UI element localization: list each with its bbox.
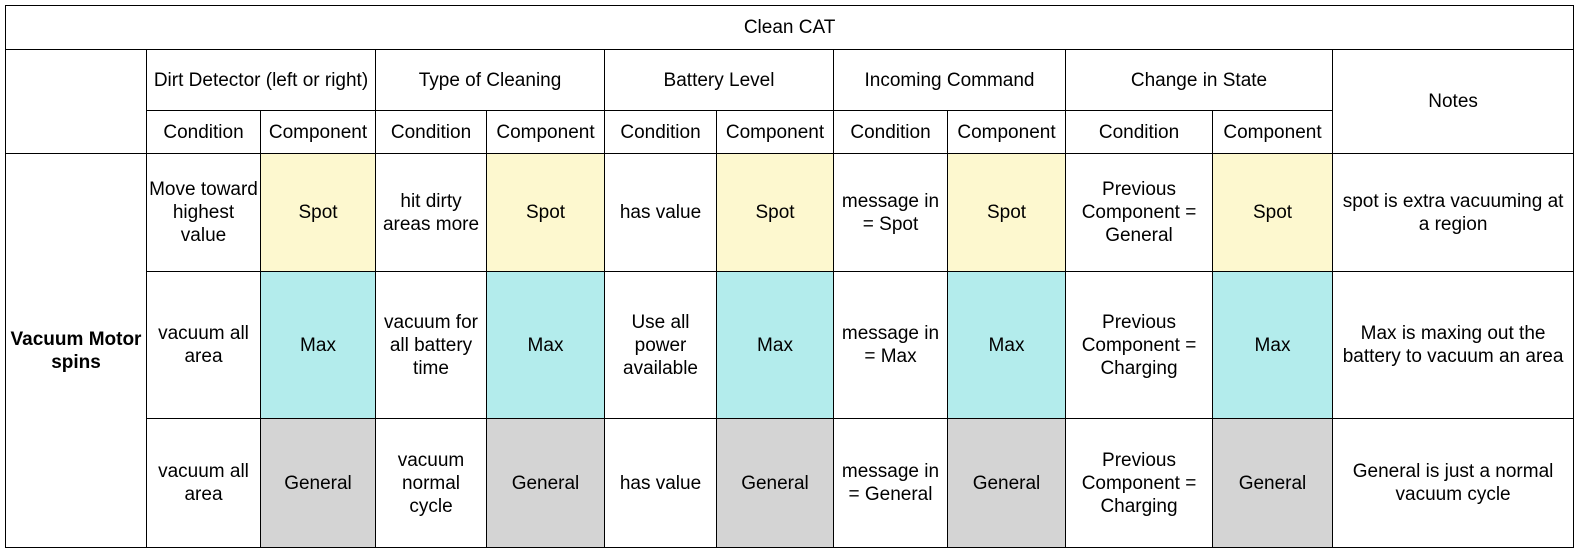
sub-header-component: Component (1212, 110, 1333, 154)
table-row: vacuum all area General vacuum normal cy… (6, 418, 1575, 548)
condition-cell: hit dirty areas more (375, 153, 487, 272)
component-cell-spot: Spot (716, 153, 834, 272)
condition-cell: message in = Max (833, 271, 948, 419)
component-cell-max: Max (947, 271, 1066, 419)
table-title: Clean CAT (4, 5, 1575, 50)
sub-header-condition: Condition (375, 110, 487, 154)
condition-cell: Use all power available (604, 271, 717, 419)
note-cell: General is just a normal vacuum cycle (1331, 418, 1575, 548)
condition-cell: has value (604, 153, 717, 272)
sub-header-condition: Condition (1065, 110, 1213, 154)
component-cell-max: Max (716, 271, 834, 419)
condition-cell: Move toward highest value (146, 153, 261, 272)
group-header-battery-level: Battery Level (604, 49, 834, 111)
condition-cell: Previous Component = Charging (1065, 271, 1213, 419)
component-cell-spot: Spot (486, 153, 605, 272)
component-cell-spot: Spot (260, 153, 376, 272)
clean-cat-table: Clean CAT Dirt Detector (left or right) … (4, 5, 1575, 548)
condition-cell: has value (604, 418, 717, 548)
condition-cell: message in = General (833, 418, 948, 548)
table-row: Vacuum Motor spins Move toward highest v… (5, 153, 1575, 548)
condition-cell: Previous Component = Charging (1065, 418, 1213, 548)
condition-cell: vacuum all area (146, 271, 261, 419)
component-cell-max: Max (260, 271, 376, 419)
group-header-dirt-detector: Dirt Detector (left or right) (146, 49, 376, 111)
component-cell-general: General (260, 418, 376, 548)
sub-header-component: Component (486, 110, 605, 154)
component-cell-spot: Spot (1212, 153, 1333, 272)
component-cell-max: Max (486, 271, 605, 419)
component-cell-general: General (486, 418, 605, 548)
sub-header-condition: Condition (833, 110, 948, 154)
component-cell-spot: Spot (947, 153, 1066, 272)
group-header-incoming-command: Incoming Command (833, 49, 1066, 111)
note-cell: spot is extra vacuuming at a region (1331, 153, 1575, 272)
component-cell-max: Max (1212, 271, 1333, 419)
component-cell-general: General (1212, 418, 1333, 548)
component-cell-general: General (947, 418, 1066, 548)
sub-header-condition: Condition (146, 110, 261, 154)
condition-cell: vacuum for all battery time (375, 271, 487, 419)
condition-cell: message in = Spot (833, 153, 948, 272)
sub-header-component: Component (947, 110, 1066, 154)
table-row: vacuum all area Max vacuum for all batte… (6, 271, 1575, 419)
sub-header-component: Component (260, 110, 376, 154)
condition-cell: vacuum normal cycle (375, 418, 487, 548)
condition-cell: vacuum all area (146, 418, 261, 548)
row-label-vacuum-motor: Vacuum Motor spins (5, 153, 147, 548)
note-cell: Max is maxing out the battery to vacuum … (1331, 271, 1575, 419)
component-cell-general: General (716, 418, 834, 548)
group-header-change-in-state: Change in State (1065, 49, 1333, 111)
sub-header-condition: Condition (604, 110, 717, 154)
notes-header: Notes (1331, 49, 1575, 154)
group-header-type-of-cleaning: Type of Cleaning (375, 49, 605, 111)
condition-cell: Previous Component = General (1065, 153, 1213, 272)
sub-header-component: Component (716, 110, 834, 154)
empty-corner-cell (5, 49, 147, 154)
